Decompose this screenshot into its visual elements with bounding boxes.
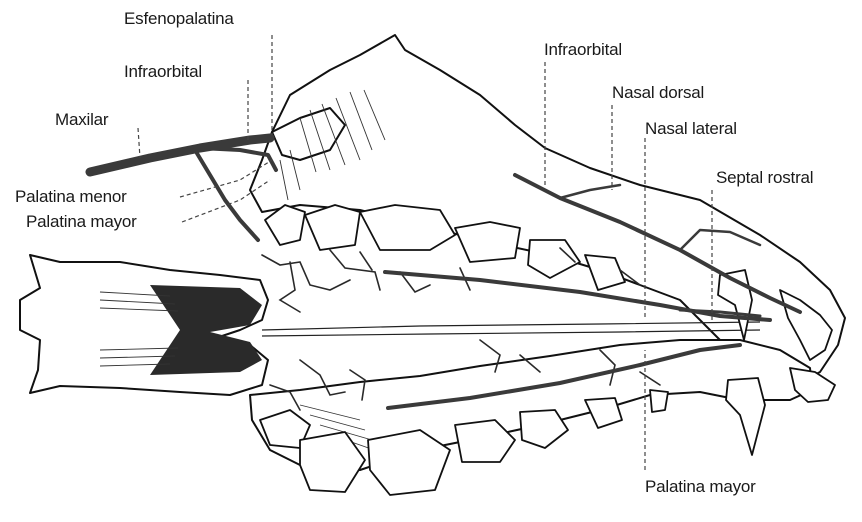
label-nasal-dorsal: Nasal dorsal (612, 83, 704, 102)
label-septal-rostral: Septal rostral (716, 168, 813, 187)
palatine-suture (262, 322, 760, 330)
tooth-lower-canine (726, 378, 765, 455)
label-nasal-lateral: Nasal lateral (645, 119, 737, 138)
maxillary-artery (90, 138, 270, 172)
tooth-upper-pm3 (455, 222, 520, 262)
tooth-upper-molar-2 (305, 205, 360, 250)
label-esfenopalatina: Esfenopalatina (124, 9, 234, 28)
palatine-suture-2 (262, 330, 760, 336)
label-maxilar: Maxilar (55, 110, 109, 129)
leader-maxilar (138, 128, 140, 158)
label-infraorbital-right: Infraorbital (544, 40, 622, 59)
tooth-lower-small (650, 390, 668, 412)
label-palatina-mayor-left: Palatina mayor (26, 212, 137, 231)
tooth-lower-pm1 (585, 398, 622, 428)
label-infraorbital-left: Infraorbital (124, 62, 202, 81)
tooth-upper-carnassial (360, 205, 455, 250)
skull-illustration (20, 35, 845, 495)
label-palatina-mayor-bottom: Palatina mayor (645, 477, 756, 496)
label-palatina-menor: Palatina menor (15, 187, 127, 206)
